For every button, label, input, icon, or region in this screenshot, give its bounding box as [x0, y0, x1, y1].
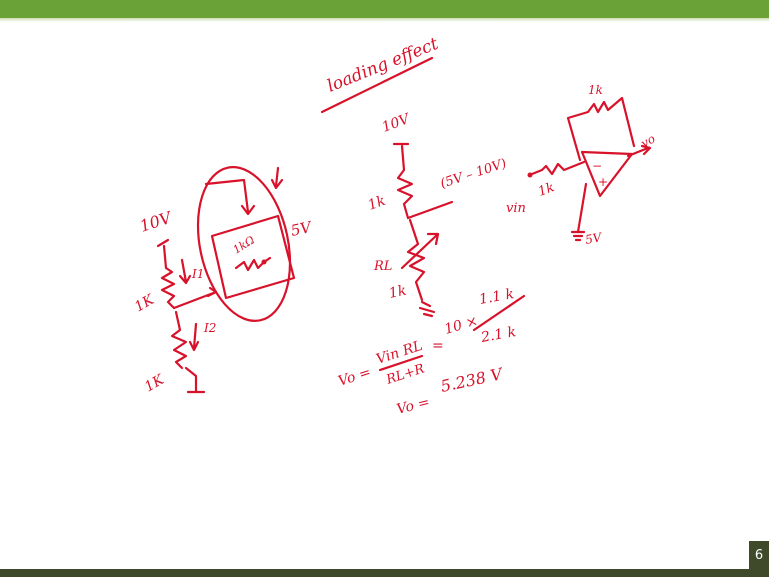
equation-equals: = [432, 338, 444, 354]
right-opamp-circuit: − + vin 1k 1k vo 5V [506, 83, 658, 247]
equation-frac-denominator: 2.1 k [479, 324, 517, 346]
load-loop-arrow [204, 178, 256, 216]
input-label: vin [506, 201, 526, 216]
reference-ground [570, 230, 586, 242]
input-resistor [530, 160, 586, 176]
middle-range-label: (5V – 10V) [439, 156, 509, 191]
reference-label: 5V [584, 230, 604, 247]
result-lhs: Vo = [395, 394, 431, 418]
left-lower-resistor [170, 310, 188, 370]
opamp-triangle [580, 150, 634, 198]
middle-lower-resistor-label: 1k [388, 283, 408, 302]
middle-output-wire [406, 200, 454, 220]
current-label-2: I2 [203, 321, 216, 335]
left-source-label: 10V [137, 207, 175, 235]
left-source-tick [156, 238, 170, 248]
equation-frac-numerator: 1.1 k [478, 286, 515, 308]
load-box [210, 214, 296, 300]
title-underline [320, 56, 434, 114]
page-number: 6 [749, 541, 769, 569]
opamp-plus-label: + [598, 175, 608, 189]
middle-rl-label: RL [373, 259, 392, 274]
equation-fraction-line-1 [378, 354, 424, 372]
slide-header-shadow [0, 18, 769, 22]
load-circle [196, 166, 292, 322]
current-arrow-1 [178, 258, 192, 285]
middle-upper-resistor [396, 144, 414, 220]
equation-mid-value: 10 × [443, 313, 480, 338]
load-down-arrow [270, 166, 284, 190]
slide-header-bar [0, 0, 769, 18]
middle-variable-arrow [400, 232, 440, 270]
left-upper-resistor-label: 1K [132, 291, 158, 315]
slide-footer-bar [0, 569, 769, 577]
left-upper-resistor [160, 244, 176, 310]
plus-input-wire [576, 182, 588, 234]
load-resistor-label: 1kΩ [231, 233, 257, 256]
input-resistor-label: 1k [536, 180, 556, 200]
feedback-resistor [566, 96, 636, 162]
output-label: vo [639, 131, 658, 150]
left-ground-wire [184, 366, 198, 394]
left-lower-resistor-label: 1K [142, 371, 168, 395]
load-node-dot [261, 259, 267, 265]
middle-potentiometer-circuit: 10V 1k (5V – 10V) RL 1k [366, 111, 509, 318]
input-node-dot [527, 172, 533, 178]
output-arrow [626, 144, 652, 158]
middle-lower-resistor [406, 218, 426, 302]
current-label-1: I1 [191, 267, 204, 281]
notes-title-group: loading effect [320, 34, 441, 114]
middle-upper-resistor-label: 1k [366, 193, 388, 214]
result-value: 5.238 V [439, 364, 505, 396]
current-arrow-2 [188, 322, 200, 352]
equation-fraction-line-2 [472, 294, 526, 332]
middle-ground [418, 300, 436, 318]
equation-denominator: RL+R [384, 361, 427, 388]
equation-vo-lhs: Vo = [336, 364, 373, 390]
middle-source-label: 10V [380, 111, 413, 136]
opamp-minus-label: − [592, 159, 602, 173]
feedback-resistor-label: 1k [588, 83, 603, 97]
notes-title: loading effect [324, 34, 441, 97]
load-voltage-label: 5V [289, 218, 315, 240]
left-voltage-divider-circuit: 10V 1K I1 1K I2 1kΩ 5V [132, 166, 315, 395]
